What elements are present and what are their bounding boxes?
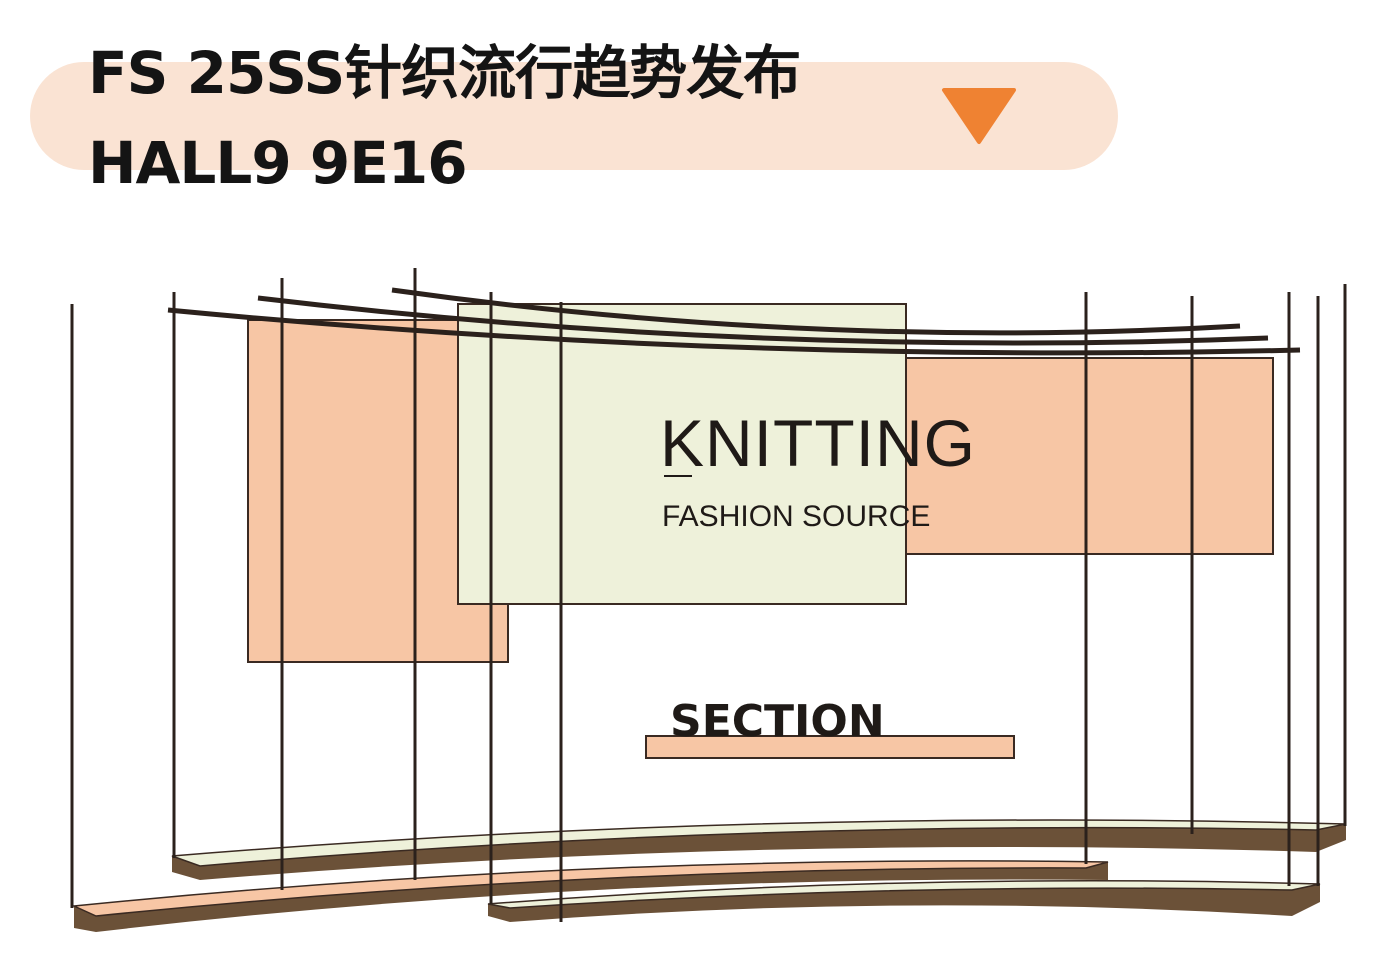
floor-platform [74, 860, 1108, 932]
top-rail [167, 307, 1301, 356]
floor-platform [487, 879, 1321, 909]
floor-platform [172, 820, 1346, 880]
title-line-booth: HALL9 9E16 [88, 129, 468, 197]
knitting-sign: KNITTING [660, 406, 976, 480]
section-plinth [645, 735, 1015, 759]
top-rail [391, 287, 1241, 336]
page-title: FS 25SS针织流行趋势发布 HALL9 9E16 [88, 28, 801, 208]
booth-illustration: KNITTING FASHION SOURCE SECTION [70, 268, 1347, 932]
triangle-down-icon [942, 88, 1016, 144]
floor-platform [171, 819, 1347, 867]
section-sign: SECTION [670, 696, 885, 747]
top-rail [257, 295, 1269, 346]
fashion-source-sign: FASHION SOURCE [662, 500, 930, 533]
header-banner [30, 62, 1118, 170]
support-poles [70, 268, 1347, 922]
center-green-panel [457, 303, 907, 605]
dropdown-toggle[interactable] [934, 80, 1024, 150]
right-peach-panel [904, 357, 1274, 555]
title-line-event: FS 25SS针织流行趋势发布 [88, 39, 801, 107]
